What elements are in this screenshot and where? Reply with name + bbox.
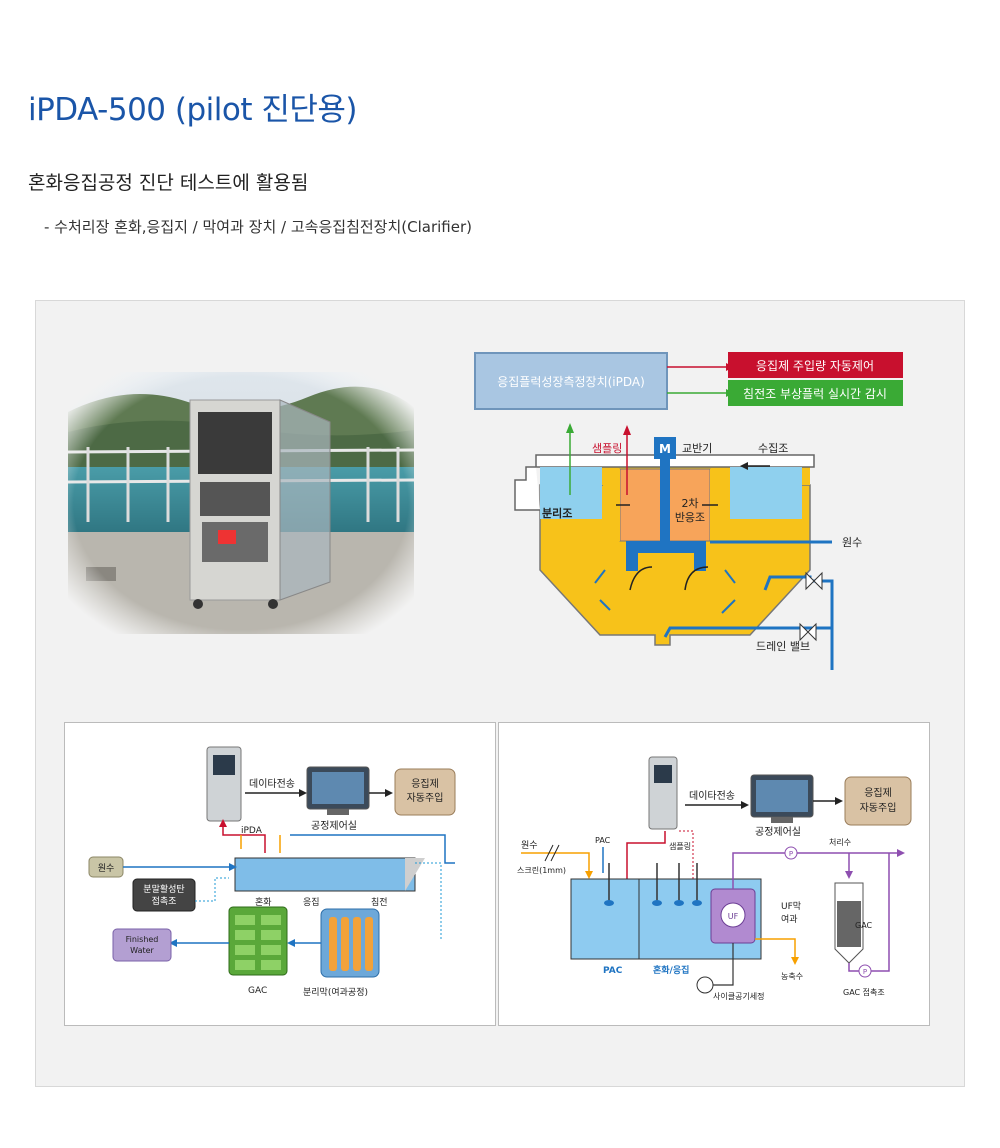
reaction-tank-label-1: 2차 [681,497,698,510]
mixing-label: 혼화 [255,896,272,908]
concentrate-label: 농축수 [781,972,803,981]
coagulation-label: 응집 [303,896,320,908]
gac-label: GAC [855,921,873,930]
pump-label-1: P [789,850,793,858]
uf-label: UF [728,912,739,921]
raw-water-label: 원수 [842,536,862,549]
cycle-air-label: 사이클공기세정 [713,991,765,1001]
treated-water-label: 처리수 [829,838,851,847]
pac-top-label: PAC [595,836,611,845]
membrane-process-diagram: iPDA 데이타전송 공정제어실 응집제 자동주입 혼화 응집 침전 원수 분 [64,722,496,1026]
ipda-label: iPDA [241,826,263,836]
control-room-label: 공정제어실 [311,820,357,832]
uf-process-diagram: 데이타전송 공정제어실 응집제 자동주입 원수 스크린(1mm) PAC 샘플링… [498,722,930,1026]
control-room-label: 공정제어실 [755,826,801,838]
page-subtitle: 혼화응집공정 진단 테스트에 활용됨 [28,172,309,194]
pump-label-2: P [863,968,867,976]
collection-tank-label: 수집조 [758,442,788,455]
separation-tank-label: 분리조 [542,506,572,520]
data-transfer-label: 데이타전송 [249,778,295,790]
page-title: iPDA-500 (pilot 진단용) [28,92,358,128]
mixing-coag-label: 혼화/응집 [653,964,689,976]
ipda-box [474,352,668,410]
gac-contact-label: GAC 접촉조 [843,987,885,997]
sampling-label: 샘플링 [669,841,691,851]
coagulant-label-1: 응집제 [411,778,439,790]
coagulant-label-1: 응집제 [864,787,892,799]
output-auto-control [728,352,903,378]
motor [654,437,676,459]
gac-label: GAC [248,986,267,996]
agitator-label: 교반기 [682,442,712,455]
ipda-label: 응집플럭성장측정장치(iPDA) [497,375,645,389]
coagulant-label-2: 자동주입 [407,791,444,804]
sedimentation-label: 침전 [371,897,388,908]
output-floc-monitor-label: 침전조 부상플럭 실시간 감시 [743,387,887,401]
clarifier-diagram: 응집플럭성장측정장치(iPDA) 응집제 주입량 자동제어 침전조 부상플럭 실… [470,345,930,680]
raw-water-label: 원수 [521,840,538,851]
pac-label-1: 분말활성탄 [143,883,184,895]
output-floc-monitor [728,380,903,406]
data-transfer-label: 데이타전송 [689,790,735,802]
finished-water-label-2: Water [130,946,154,955]
reaction-tank-label-2: 반응조 [675,511,705,524]
motor-label: M [659,442,671,456]
coagulant-label-2: 자동주입 [860,801,897,814]
uf-label-2: 여과 [781,913,798,925]
output-auto-control-label: 응집제 주입량 자동제어 [756,359,874,373]
device-photo [67,372,415,634]
raw-water-label: 원수 [98,863,115,874]
membrane-label: 분리막(여과공정) [303,986,368,998]
drain-valve-label: 드레인 밸브 [756,640,810,653]
pac-label-2: 접촉조 [152,895,177,907]
finished-water-label-1: Finished [126,935,159,944]
screen-label: 스크린(1mm) [517,865,566,875]
pac-bottom-label: PAC [603,966,623,976]
sampling-label: 샘플링 [592,442,622,455]
application-list: - 수처리장 혼화,응집지 / 막여과 장치 / 고속응집침전장치(Clarif… [44,218,472,236]
uf-label-1: UF막 [781,901,801,912]
